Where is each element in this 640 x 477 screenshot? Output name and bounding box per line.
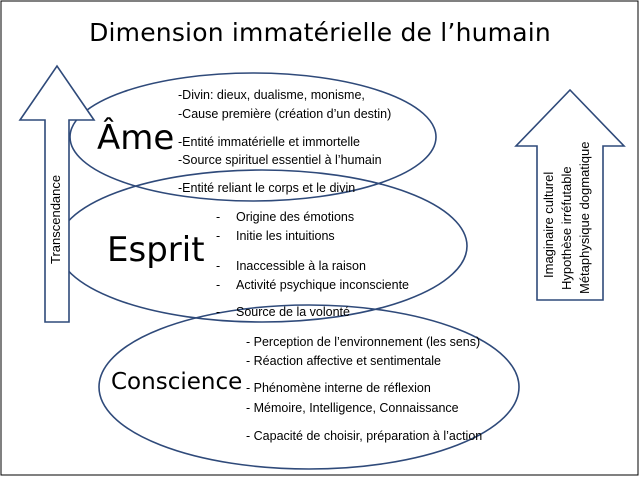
esprit-label: Esprit [107, 230, 205, 270]
ame-line: -Source spirituel essentiel à l’humain [178, 153, 382, 167]
esprit-bullet: - [216, 229, 221, 243]
right-arrow [514, 88, 626, 301]
ame-line: -Cause première (création d’un destin) [178, 107, 392, 121]
esprit-bullet: - [216, 278, 221, 292]
ame-line: -Entité immatérielle et immortelle [178, 135, 360, 149]
transcendance-label: Transcendance [48, 174, 63, 264]
esprit-bullet: - [216, 305, 221, 319]
conscience-line: - Mémoire, Intelligence, Connaissance [246, 401, 459, 415]
conscience-ellipse [98, 304, 520, 470]
ame-ellipse [69, 72, 437, 202]
esprit-line: Source de la volonté [236, 305, 350, 319]
esprit-line: Activité psychique inconsciente [236, 278, 410, 292]
esprit-bullet: - [216, 210, 221, 224]
page-title: Dimension immatérielle de l’humain [89, 18, 551, 47]
left-arrow [18, 64, 96, 323]
conscience-line: - Perception de l’environnement (les sen… [246, 335, 481, 349]
esprit-line: Inaccessible à la raison [236, 259, 366, 273]
right-arrow-line: Hypothèse irréfutable [559, 166, 574, 290]
conscience-line: - Réaction affective et sentimentale [246, 354, 442, 368]
conscience-label: Conscience [111, 369, 243, 395]
right-arrow-line: Imaginaire culturel [541, 171, 556, 278]
esprit-line: Origine des émotions [236, 210, 355, 224]
ame-line: -Entité reliant le corps et le divin [178, 181, 356, 195]
esprit-line: Initie les intuitions [236, 229, 335, 243]
ame-line: -Divin: dieux, dualisme, monisme, [178, 88, 365, 102]
ame-label: Âme [97, 118, 175, 158]
esprit-bullet: - [216, 259, 221, 273]
right-arrow-line: Métaphysique dogmatique [577, 141, 592, 295]
conscience-line: - Capacité de choisir, préparation à l’a… [246, 429, 483, 443]
conscience-line: - Phénomène interne de réflexion [246, 381, 431, 395]
